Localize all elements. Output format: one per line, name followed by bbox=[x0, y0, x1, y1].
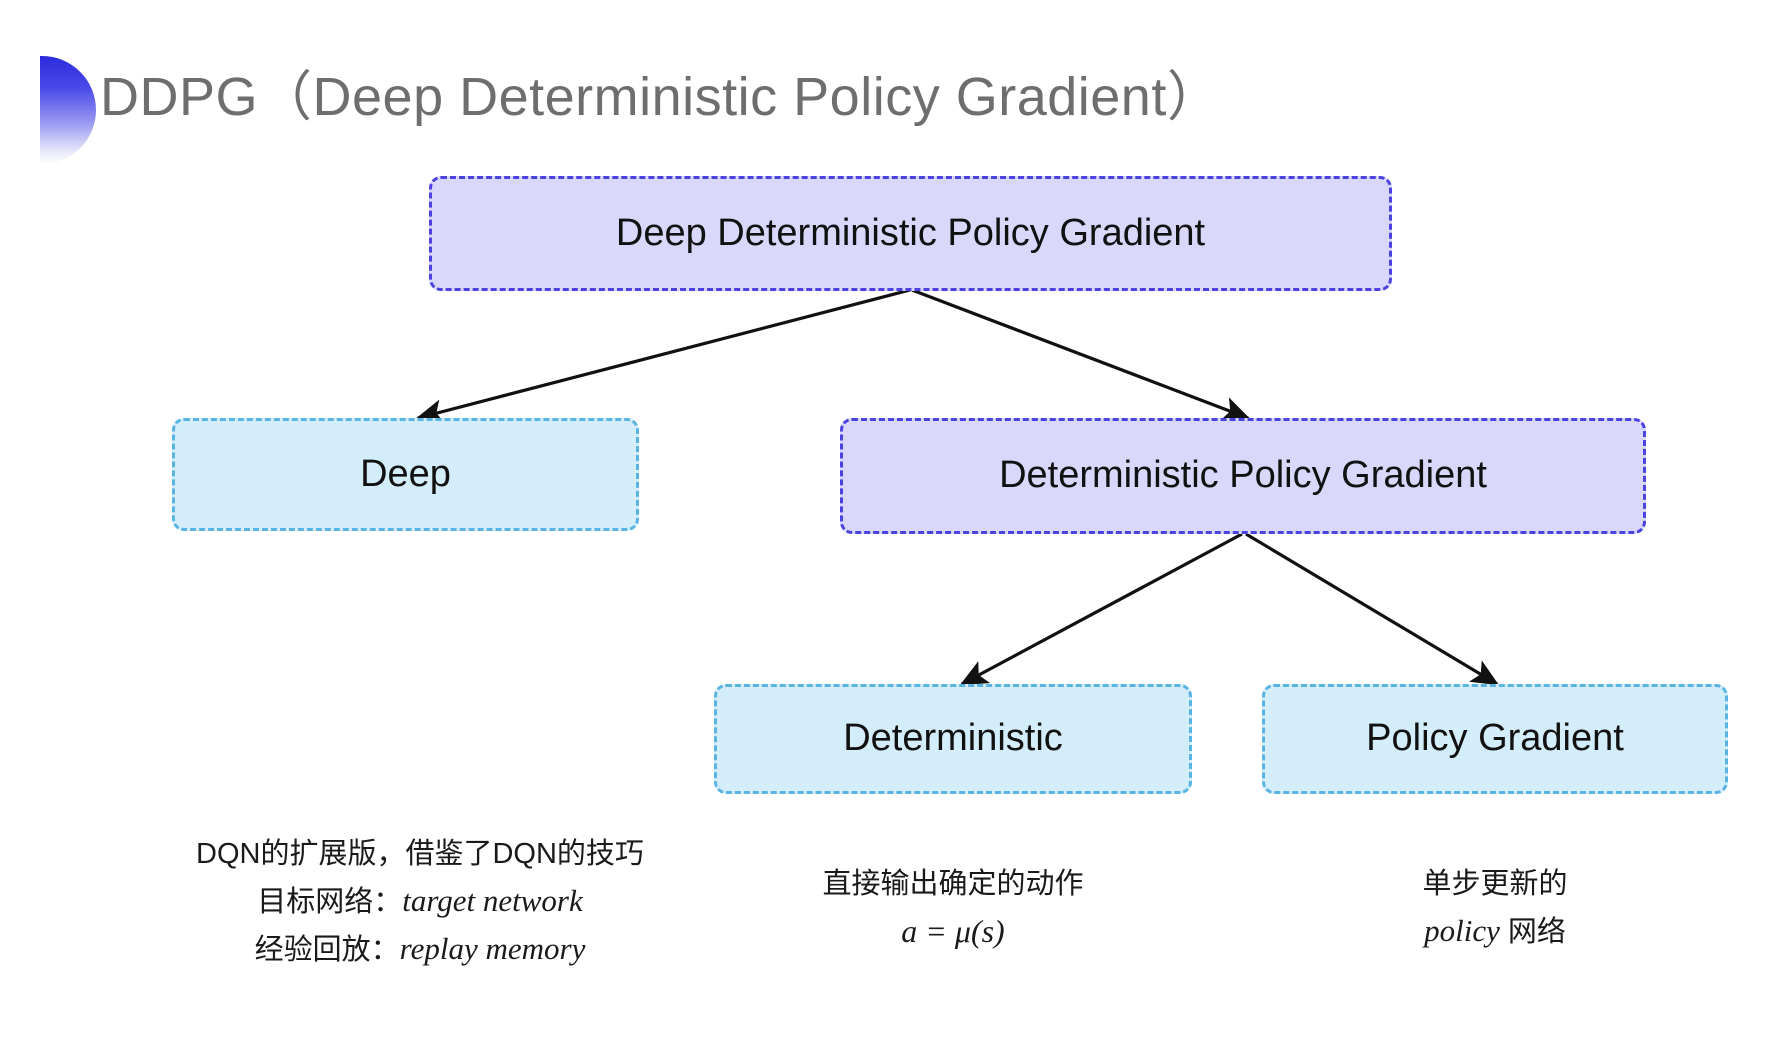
node-deep-deterministic-policy-gradient[interactable]: Deep Deterministic Policy Gradient bbox=[429, 176, 1392, 291]
node-deep[interactable]: Deep bbox=[172, 418, 639, 531]
caption-deep-line-1: DQN的扩展版，借鉴了DQN的技巧 bbox=[196, 838, 644, 870]
caption-deep-line-3-term: replay memory bbox=[399, 930, 586, 966]
half-circle-gradient-icon bbox=[40, 56, 96, 164]
edge-root-to-deep bbox=[415, 288, 911, 424]
node-policy-gradient[interactable]: Policy Gradient bbox=[1262, 684, 1728, 794]
page-title: DDPG（Deep Deterministic Policy Gradient） bbox=[100, 67, 1222, 127]
caption-policy-gradient-suffix: 网络 bbox=[1499, 915, 1566, 948]
caption-policy-gradient-term: policy bbox=[1424, 912, 1500, 948]
node-label: Deep Deterministic Policy Gradient bbox=[615, 211, 1206, 254]
caption-deterministic-line-1: 直接输出确定的动作 bbox=[822, 868, 1084, 900]
caption-deep: DQN的扩展版，借鉴了DQN的技巧 目标网络：target network 经验… bbox=[100, 832, 740, 973]
caption-deterministic-formula: a = μ(s) bbox=[901, 912, 1005, 949]
node-label: Deterministic Policy Gradient bbox=[999, 454, 1487, 497]
node-label: Deep bbox=[360, 452, 451, 495]
caption-policy-gradient-line-2: policy 网络 bbox=[1262, 907, 1728, 955]
caption-policy-gradient-line-1: 单步更新的 bbox=[1422, 868, 1568, 900]
edge-root-to-dpg bbox=[911, 288, 1251, 421]
caption-deep-line-2: 目标网络：target network bbox=[100, 877, 740, 925]
caption-deep-line-3: 经验回放：replay memory bbox=[100, 925, 740, 973]
caption-deep-line-3-label: 经验回放： bbox=[254, 933, 400, 966]
caption-deterministic: 直接输出确定的动作 a = μ(s) bbox=[714, 862, 1192, 957]
node-label: Policy Gradient bbox=[1366, 717, 1624, 760]
caption-deep-line-2-term: target network bbox=[402, 882, 583, 918]
node-label: Deterministic bbox=[843, 717, 1063, 760]
node-deterministic[interactable]: Deterministic bbox=[714, 684, 1192, 794]
edge-dpg-to-deterministic bbox=[959, 532, 1243, 686]
edge-dpg-to-policy-gradient bbox=[1245, 532, 1500, 686]
caption-policy-gradient: 单步更新的 policy 网络 bbox=[1262, 862, 1728, 955]
node-deterministic-policy-gradient[interactable]: Deterministic Policy Gradient bbox=[840, 418, 1646, 534]
caption-deep-line-2-label: 目标网络： bbox=[257, 885, 403, 918]
